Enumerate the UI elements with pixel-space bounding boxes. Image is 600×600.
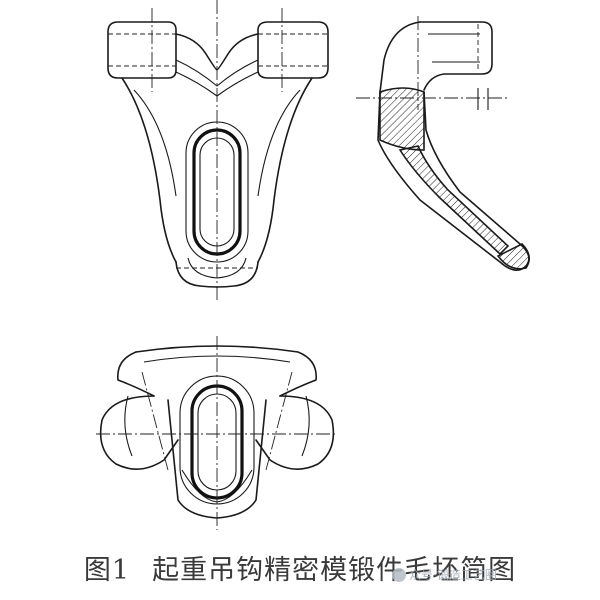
- watermark: 众号·锻造工艺圈: [392, 566, 497, 583]
- front-view: [107, 0, 329, 300]
- figure-title: 起重吊钩精密模锻件毛坯简图: [152, 555, 517, 586]
- top-view: [96, 336, 338, 530]
- watermark-text: 众号·锻造工艺圈: [409, 568, 497, 582]
- figure-number: 图1: [83, 555, 131, 586]
- wechat-icon: [392, 568, 406, 582]
- figure-caption: 图1 起重吊钩精密模锻件毛坯简图: [0, 548, 600, 587]
- side-view: [356, 16, 530, 271]
